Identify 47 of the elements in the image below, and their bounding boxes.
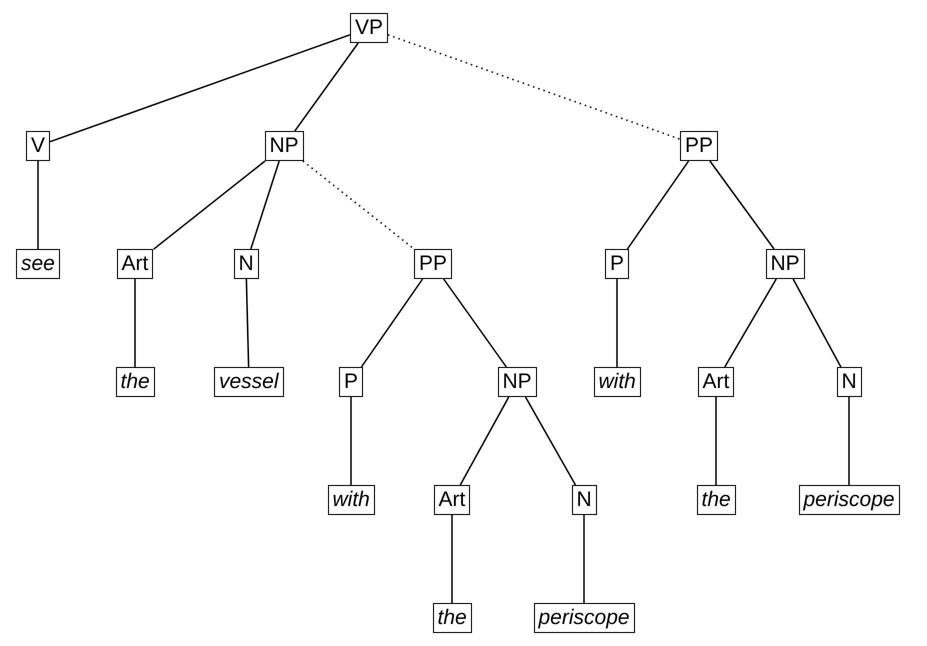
tree-line: [153, 160, 266, 250]
dotted-line: [388, 34, 680, 140]
category-box: P: [605, 249, 630, 279]
category-box: NP: [498, 367, 537, 397]
category-box: PP: [414, 249, 452, 279]
tree-line: [616, 279, 618, 367]
word-box: vessel: [214, 367, 284, 397]
tree-line: [134, 279, 136, 367]
tree-line: [50, 34, 350, 142]
tree-line: [250, 160, 280, 250]
word-box: the: [696, 485, 736, 515]
category-box: P: [339, 367, 364, 397]
tree-line: [37, 161, 39, 249]
tree-line: [709, 160, 775, 250]
category-box: N: [234, 249, 259, 279]
category-box: Art: [116, 249, 154, 279]
category-box: Art: [698, 367, 734, 397]
tree-line: [792, 278, 842, 368]
tree-line: [360, 278, 424, 368]
word-box: see: [16, 249, 60, 279]
tree-line: [848, 397, 850, 485]
tree-line: [724, 278, 777, 368]
category-box: NP: [766, 249, 805, 279]
category-box: PP: [680, 131, 718, 161]
tree-line: [246, 278, 250, 368]
tree-line: [350, 397, 352, 485]
tree-line: [715, 397, 717, 485]
tree-line: [524, 396, 576, 486]
tree-line: [460, 396, 510, 486]
category-box: Art: [434, 485, 470, 515]
word-box: with: [328, 485, 375, 515]
tree-line: [583, 515, 585, 603]
category-box: V: [26, 131, 50, 161]
word-box: periscope: [798, 485, 900, 515]
category-box: NP: [264, 131, 304, 161]
tree-line: [451, 515, 453, 603]
word-box: with: [594, 367, 641, 397]
dotted-line: [302, 160, 415, 250]
category-box: VP: [350, 13, 388, 43]
tree-line: [294, 42, 359, 132]
category-box: N: [836, 367, 862, 397]
word-box: the: [432, 603, 472, 633]
tree-line: [626, 160, 690, 250]
category-box: N: [572, 485, 597, 515]
tree-line: [443, 278, 507, 368]
word-box: the: [116, 367, 155, 397]
word-box: periscope: [534, 603, 635, 633]
